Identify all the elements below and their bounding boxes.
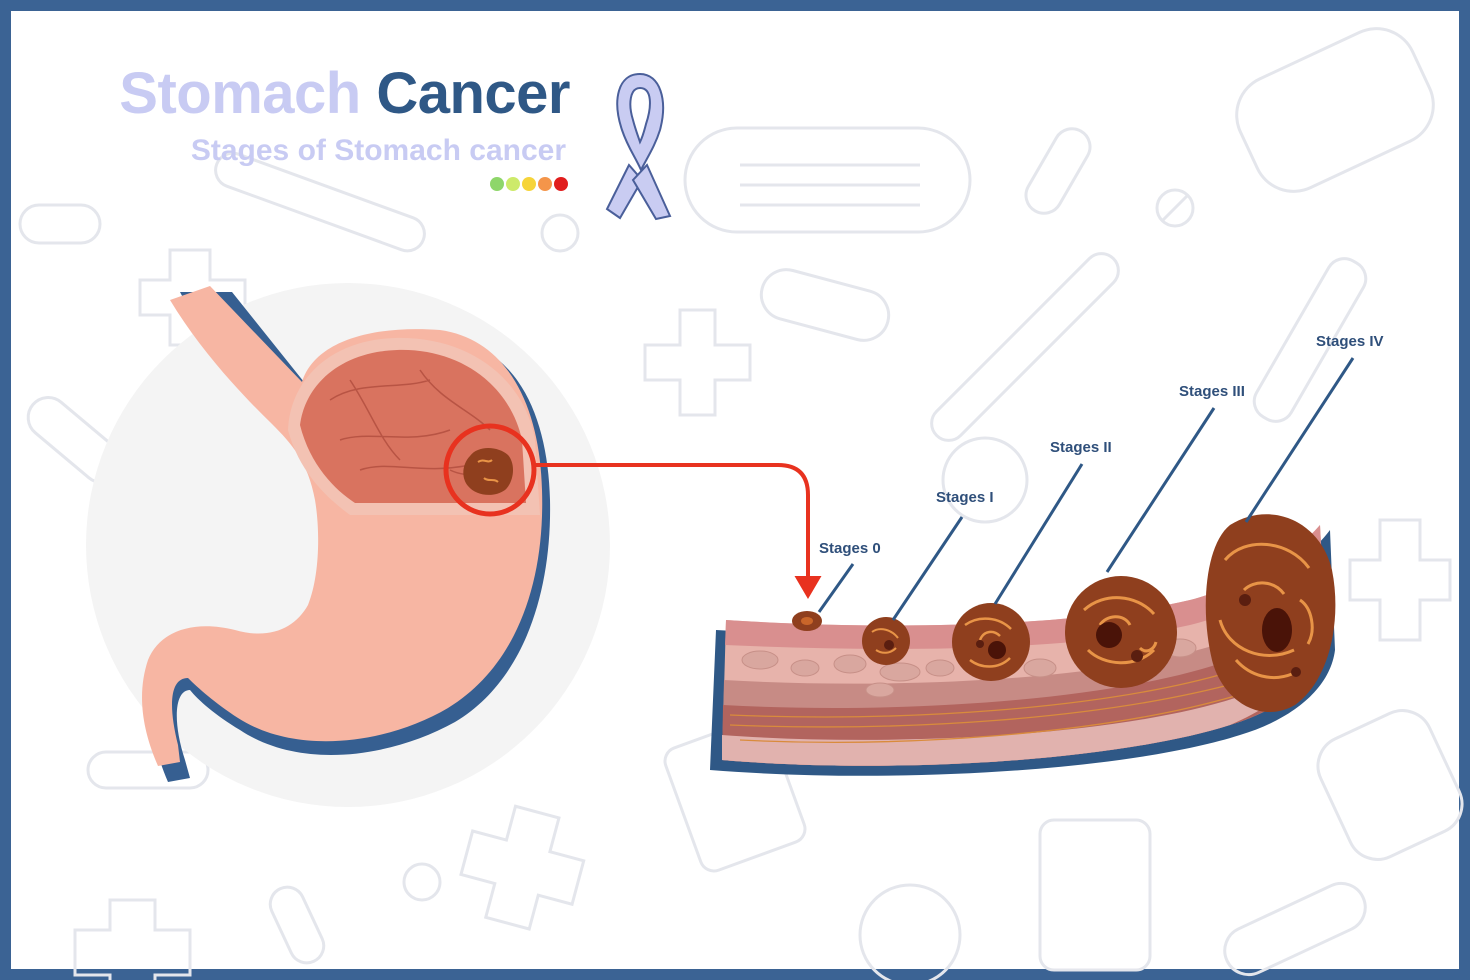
mask-icon [683,126,972,234]
title-word-cancer: Cancer [376,61,570,126]
game-icon [1316,709,1464,861]
bottle-icon [1038,818,1152,972]
stage-tumors [792,514,1336,713]
leader-line-stage-3 [1105,407,1216,573]
tumor-stage-4 [1205,514,1336,713]
tumor-stage-0 [792,611,822,631]
tumor-stage-3 [1065,576,1177,688]
tumor-stage-1 [862,617,910,665]
pointer-arrow [534,463,822,599]
tumor-highlight [443,423,537,517]
cross-icon-5 [73,898,192,980]
tumor-stage-2 [952,603,1030,681]
thermometer-icon [214,151,426,253]
background-icons [18,27,1464,980]
leader-line-stage-4 [1244,357,1355,523]
indicator-dot [538,177,552,191]
stage-labels: Stages 0 Stages I Stages II Stages III S… [819,333,1384,557]
tablet-icon [1155,188,1195,228]
indicator-dot [522,177,536,191]
stage-leaders [817,357,1355,621]
microscope-icon [941,436,1029,524]
leader-line-stage-0 [817,563,855,613]
tablet-icon-3 [402,862,442,902]
page-title: Stomach Cancer [100,60,570,127]
stage-label-3: Stages III [1179,383,1245,400]
indicator-dot [490,177,504,191]
stage-label-2: Stages II [1050,439,1112,456]
case-icon [1235,27,1435,193]
cross-icon [643,308,752,417]
bandage-icon-3 [86,750,210,790]
leader-line-stage-1 [891,516,964,621]
pill-icon [1024,127,1092,215]
indicator-dot [554,177,568,191]
title-word-stomach: Stomach [119,61,361,126]
bandage-icon-2 [759,268,891,342]
test-tube-icon [1252,257,1368,423]
page-subtitle: Stages of Stomach cancer [190,134,566,167]
stomach [142,286,551,782]
bandage-icon [18,203,102,245]
stage-indicator-dots [490,177,568,193]
thermometer-icon-2 [930,252,1120,442]
stage-label-4: Stages IV [1316,333,1384,350]
awareness-ribbon-icon [605,72,672,221]
bandage-icon-4 [1223,881,1367,977]
stage-label-0: Stages 0 [819,540,881,557]
stage-label-1: Stages I [936,489,994,506]
leader-line-stage-2 [993,463,1084,605]
indicator-dot [506,177,520,191]
highlight-circle [443,423,537,517]
pill-icon-2 [268,885,326,965]
flask-icon [858,883,962,980]
cross-icon-4 [459,804,586,931]
tablet-icon-2 [540,213,580,253]
cross-icon-3 [1348,518,1452,642]
